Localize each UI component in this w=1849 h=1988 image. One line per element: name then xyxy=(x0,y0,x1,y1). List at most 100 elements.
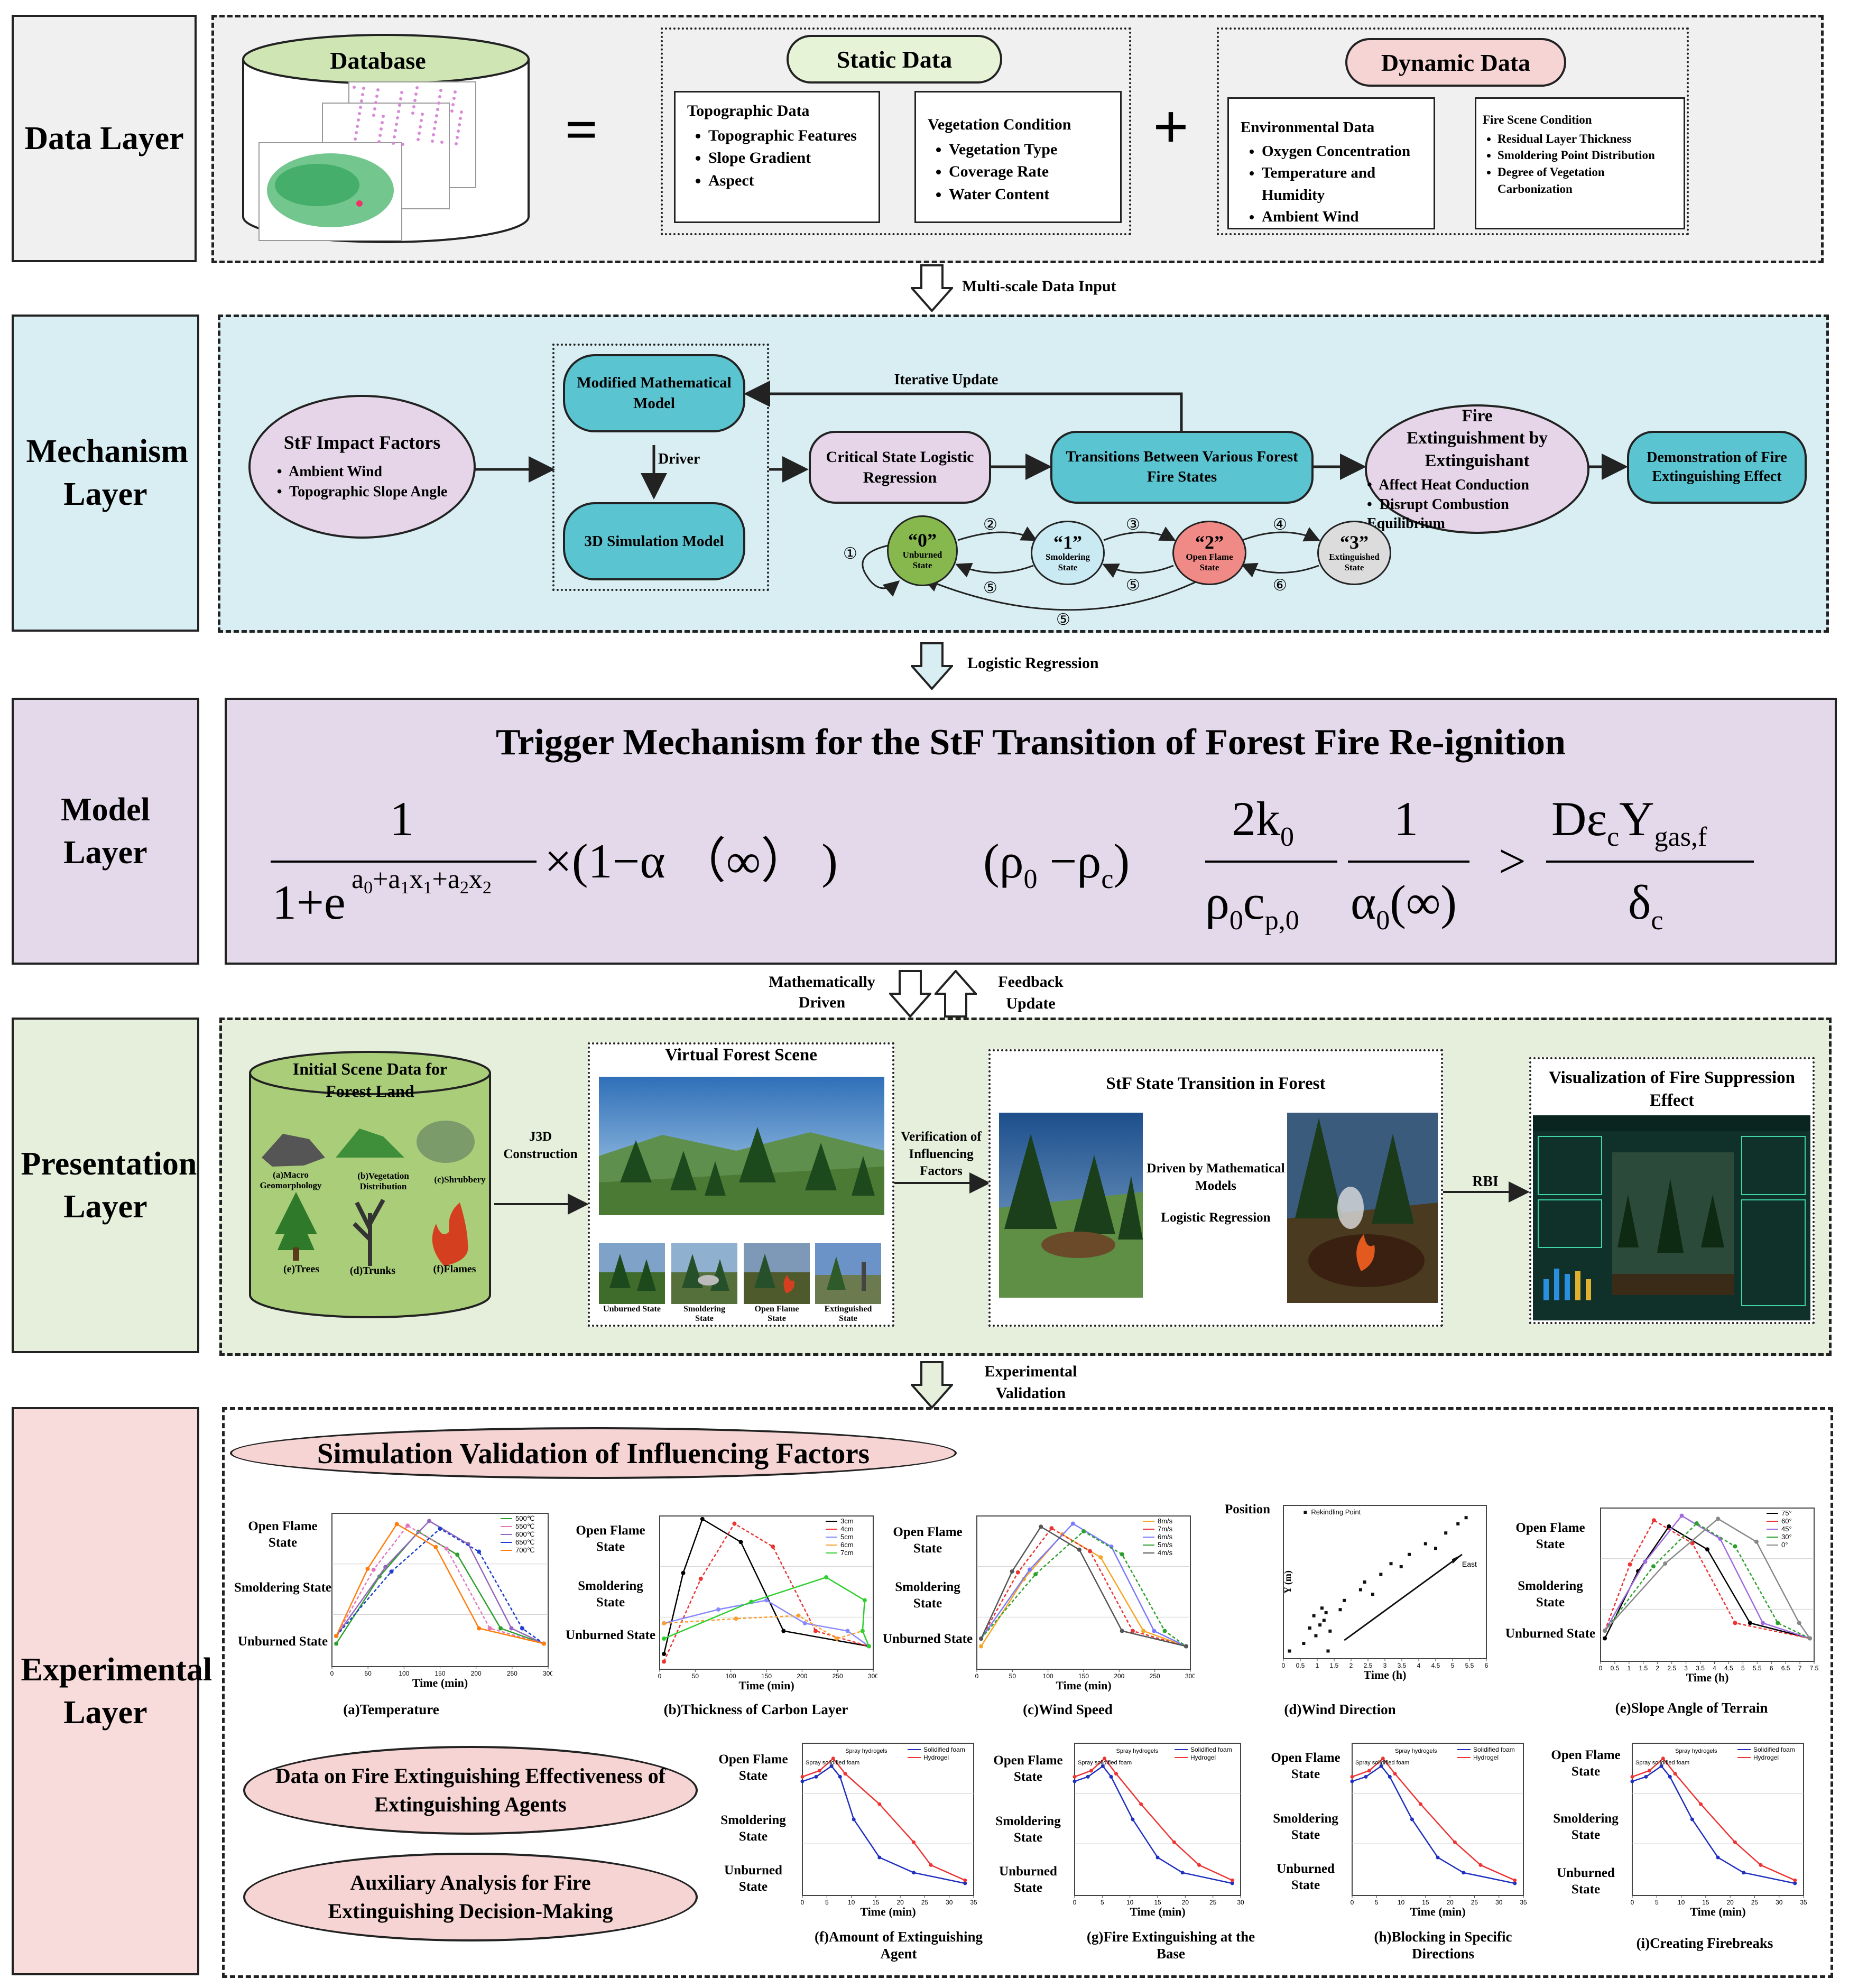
series-point xyxy=(1162,1629,1167,1633)
series-line-g-1 xyxy=(1074,1757,1233,1881)
series-line-a-3 xyxy=(336,1528,544,1644)
legend-marker xyxy=(1303,1511,1307,1514)
3d-simulation-model[interactable]: 3D Simulation Model xyxy=(563,502,745,580)
series-point xyxy=(800,1774,805,1779)
series-line-e-3 xyxy=(1604,1522,1810,1639)
tick-e: 4.5 xyxy=(1724,1665,1733,1672)
tick-c: 50 xyxy=(1009,1672,1016,1680)
tick-e: 5.5 xyxy=(1753,1665,1762,1672)
series-line-c-3 xyxy=(981,1530,1187,1647)
stf-before-image xyxy=(999,1113,1143,1298)
j3d-construction-label: J3D Construction xyxy=(503,1130,578,1161)
transition-marker-3: ③ xyxy=(1126,516,1140,533)
series-point xyxy=(433,1545,438,1549)
series-point xyxy=(1716,1517,1721,1521)
series-point xyxy=(662,1659,667,1664)
state-extinguished: “3” Extinguished State xyxy=(1317,521,1391,585)
tick-g: 30 xyxy=(1237,1899,1244,1906)
series-point xyxy=(1367,1769,1371,1773)
d-position-label: Position xyxy=(1224,1502,1271,1517)
series-line-g-0 xyxy=(1074,1765,1233,1884)
series-point xyxy=(1651,1564,1656,1569)
series-point xyxy=(829,1764,834,1768)
b-y-smold: Smoldering State xyxy=(578,1579,643,1610)
tick-c: 300 xyxy=(1185,1672,1195,1680)
svg-text:>: > xyxy=(1499,834,1526,888)
rekindling-point xyxy=(1464,1516,1468,1520)
series-point xyxy=(1077,1547,1081,1552)
tick-e: 3.5 xyxy=(1696,1665,1705,1672)
series-point xyxy=(1155,1855,1160,1860)
c-y-smold: Smoldering State xyxy=(895,1580,960,1611)
item-vegetation-distribution: (b)Vegetation Distribution xyxy=(357,1171,409,1192)
tick-a: 300 xyxy=(543,1670,552,1677)
east-label: East xyxy=(1462,1560,1477,1568)
tick-a: 100 xyxy=(399,1670,409,1677)
series-point xyxy=(912,1871,916,1875)
transition-marker-1: ① xyxy=(843,545,857,562)
tick-e: 6 xyxy=(1770,1665,1773,1672)
e-y-open: Open Flame State xyxy=(1515,1521,1585,1552)
series-point xyxy=(771,1545,775,1549)
transition-marker-6: ⑥ xyxy=(1273,577,1287,594)
series-line-f-1 xyxy=(802,1757,966,1881)
arrow-down-4 xyxy=(911,1361,953,1409)
tick-f: 10 xyxy=(848,1899,855,1906)
tick-e: 4 xyxy=(1713,1665,1716,1672)
legend-label-c: 6m/s xyxy=(1158,1533,1173,1541)
legend-label-e: 60° xyxy=(1781,1517,1792,1525)
tick-h: 35 xyxy=(1520,1899,1527,1906)
thumb-extinguished xyxy=(815,1243,881,1304)
legend-label-g: Hydrogel xyxy=(1190,1754,1216,1761)
database-label: Database xyxy=(330,47,426,74)
series-point xyxy=(1705,1547,1709,1552)
tick-g: 25 xyxy=(1209,1899,1217,1906)
critical-state-logistic-regression[interactable]: Critical State Logistic Regression xyxy=(809,431,991,504)
e-y-smold: Smoldering State xyxy=(1518,1579,1583,1610)
verification-label: Verification of Influencing Factors xyxy=(901,1130,982,1178)
rekindling-point xyxy=(1389,1562,1393,1566)
caption-a: (a)Temperature xyxy=(343,1702,439,1717)
series-point xyxy=(1793,1881,1797,1885)
tick-d: 1.5 xyxy=(1330,1662,1339,1669)
tick-h: 30 xyxy=(1495,1899,1503,1906)
annot-spray-hydrogels: Spray hydrogels xyxy=(1395,1748,1437,1754)
series-point xyxy=(1381,1756,1385,1761)
rekindling-point xyxy=(1324,1611,1328,1614)
xlabel-a: Time (min) xyxy=(412,1676,468,1689)
thumb-open-flame xyxy=(744,1243,810,1304)
demonstration-of-fire-extinguishing[interactable]: Demonstration of Fire Extinguishing Effe… xyxy=(1627,431,1807,504)
g-y-open: Open Flame State xyxy=(993,1753,1063,1784)
series-point xyxy=(334,1641,339,1646)
transitions-between-states[interactable]: Transitions Between Various Forest Fire … xyxy=(1050,431,1314,504)
rekindling-point xyxy=(1343,1598,1346,1602)
series-point xyxy=(1103,1756,1107,1761)
tick-b: 0 xyxy=(658,1672,662,1680)
rekindling-point xyxy=(1371,1593,1374,1596)
rekindling-point xyxy=(1379,1573,1383,1576)
transition-marker-5b: ⑤ xyxy=(1126,577,1140,594)
legend-label-a: 650℃ xyxy=(515,1538,534,1546)
modified-mathematical-model[interactable]: Modified Mathematical Model xyxy=(563,354,745,432)
tick-c: 200 xyxy=(1114,1672,1124,1680)
series-point xyxy=(800,1779,805,1783)
tick-i: 35 xyxy=(1800,1899,1807,1906)
agents-effectiveness-title: Data on Fire Extinguishing Effectiveness… xyxy=(243,1746,698,1835)
series-point xyxy=(1088,1549,1093,1554)
series-point xyxy=(1081,1529,1086,1533)
series-point xyxy=(912,1840,916,1844)
series-point xyxy=(438,1527,442,1531)
virtual-forest-scene-title: Virtual Forest Scene xyxy=(665,1046,817,1065)
series-point xyxy=(1694,1521,1699,1525)
series-line-c-4 xyxy=(980,1525,1187,1647)
series-line-c-2 xyxy=(981,1522,1187,1647)
tick-h: 0 xyxy=(1351,1899,1354,1906)
topographic-data-box: Topographic Data Topographic FeaturesSlo… xyxy=(674,91,880,223)
caption-e: (e)Slope Angle of Terrain xyxy=(1615,1700,1768,1716)
tick-i: 20 xyxy=(1726,1899,1734,1906)
tick-e: 1.5 xyxy=(1639,1665,1648,1672)
f-y-unb: Unburned State xyxy=(724,1863,782,1894)
tick-e: 7 xyxy=(1798,1665,1802,1672)
stf-impact-factors: StF Impact Factors • Ambient Wind• Topog… xyxy=(248,395,476,539)
series-point xyxy=(1172,1840,1176,1844)
